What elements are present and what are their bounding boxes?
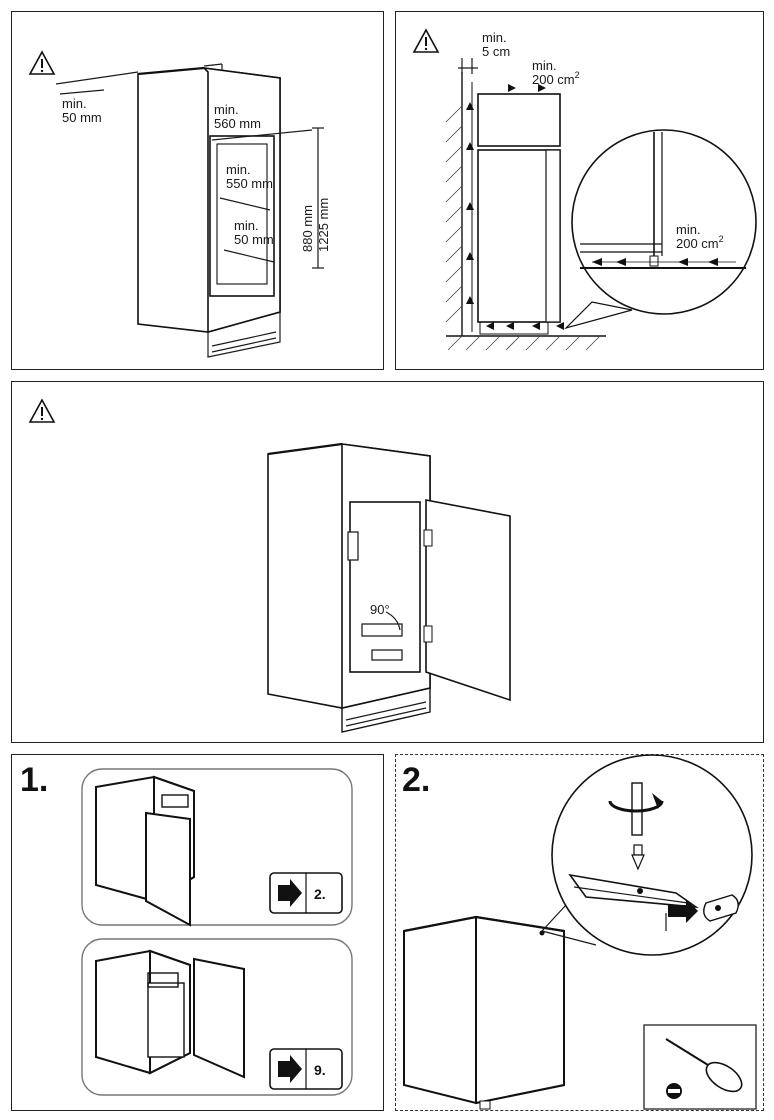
ventilation-drawing: min.5 cm min.200 cm2 min.200 cm2 [412,28,757,351]
warning-icon [28,50,56,75]
label-gap: min.5 cm [482,30,510,59]
panel-step-1: 1. 2. 9. [11,754,384,1111]
cover-plate-icon [703,894,739,922]
tool-box [643,1024,757,1110]
panel-ventilation: min.5 cm min.200 cm2 min.200 cm2 [395,11,764,370]
panel-door-hinge-alignment: 90° [11,381,764,743]
panel-step-2: 2. [395,754,764,1111]
niche-dimensions-drawing: min.50 mm min.560 mm min.550 mm min.50 m… [28,50,331,358]
step-number: 2. [402,761,430,799]
arrow-right-icon [668,899,698,923]
label-height-a: 880 mm [300,205,315,252]
flathead-screwdriver-icon [665,1038,743,1093]
flathead-symbol-icon [666,1083,682,1099]
screw-icon [631,844,645,871]
step-2-drawing: 2. [402,754,757,1110]
label-angle: 90° [370,602,390,617]
label-height-b: 1225 mm [316,198,331,252]
wall-hatching [445,72,606,351]
step-number: 1. [20,761,48,799]
fridge-option-b [95,949,245,1079]
ventilation-detail-magnifier [563,129,757,330]
detail-magnifier [541,754,753,956]
fridge-body [403,915,565,1110]
label-width-outer: min.560 mm [214,102,261,131]
cabinet-drawing [137,63,281,358]
step-1-drawing: 1. 2. 9. [20,761,353,1096]
label-gap-bottom: min.50 mm [234,218,274,247]
label-vent-detail: min.200 cm2 [676,222,724,251]
warning-icon [412,28,440,53]
warning-icon [28,398,56,423]
label-width-inner: min.550 mm [226,162,273,191]
screwdriver-icon [608,782,664,836]
panel-niche-dimensions: min.50 mm min.560 mm min.550 mm min.50 m… [11,11,384,370]
manual-reference-a[interactable]: 2. [269,872,343,914]
manual-reference-b[interactable]: 9. [269,1048,343,1090]
reference-page-b: 9. [314,1062,326,1078]
reference-page-a: 2. [314,886,326,902]
fridge-option-a [95,775,195,927]
door-hinge-drawing: 90° [28,398,511,733]
label-vent-top: min.200 cm2 [532,58,580,87]
label-gap-top: min.50 mm [62,96,102,125]
